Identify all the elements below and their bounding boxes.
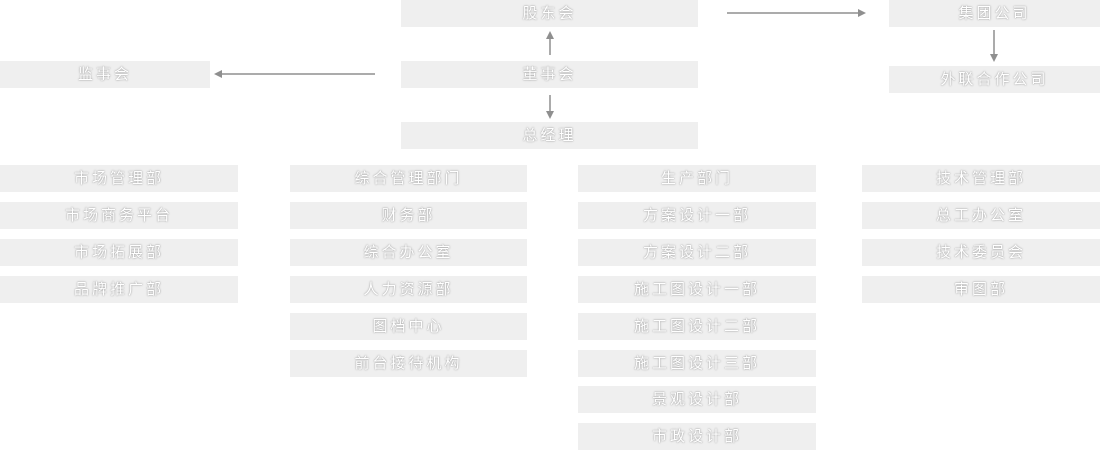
dept-col2-1: 方案设计一部 (578, 202, 816, 229)
arrowhead-down-2 (990, 54, 998, 62)
arrowhead-left (214, 70, 222, 78)
dept-col2-3: 施工图设计一部 (578, 276, 816, 303)
node-board: 董事会 (401, 61, 698, 88)
dept-col2-7: 市政设计部 (578, 423, 816, 450)
node-general-manager: 总经理 (401, 122, 698, 149)
dept-col2-5: 施工图设计三部 (578, 350, 816, 377)
dept-col1-3: 人力资源部 (290, 276, 527, 303)
dept-col1-2: 综合办公室 (290, 239, 527, 266)
dept-col0-2: 市场拓展部 (0, 239, 238, 266)
arrowhead-down (546, 111, 554, 119)
dept-col3-2: 技术委员会 (862, 239, 1100, 266)
arrowhead-right (858, 9, 866, 17)
node-external-partner: 外联合作公司 (889, 66, 1100, 93)
dept-col0-0: 市场管理部 (0, 165, 238, 192)
node-shareholders-meeting: 股东会 (401, 0, 698, 27)
dept-col3-0: 技术管理部 (862, 165, 1100, 192)
dept-col3-1: 总工办公室 (862, 202, 1100, 229)
dept-col2-0: 生产部门 (578, 165, 816, 192)
dept-col0-3: 品牌推广部 (0, 276, 238, 303)
dept-col1-5: 前台接待机构 (290, 350, 527, 377)
dept-col0-1: 市场商务平台 (0, 202, 238, 229)
dept-col2-2: 方案设计二部 (578, 239, 816, 266)
dept-col1-1: 财务部 (290, 202, 527, 229)
node-group-company: 集团公司 (889, 0, 1100, 27)
dept-col3-3: 审图部 (862, 276, 1100, 303)
arrowhead-up (546, 31, 554, 39)
dept-col1-0: 综合管理部门 (290, 165, 527, 192)
node-supervisory-board: 监事会 (0, 61, 210, 88)
dept-col2-4: 施工图设计二部 (578, 313, 816, 340)
dept-col2-6: 景观设计部 (578, 386, 816, 413)
dept-col1-4: 图档中心 (290, 313, 527, 340)
